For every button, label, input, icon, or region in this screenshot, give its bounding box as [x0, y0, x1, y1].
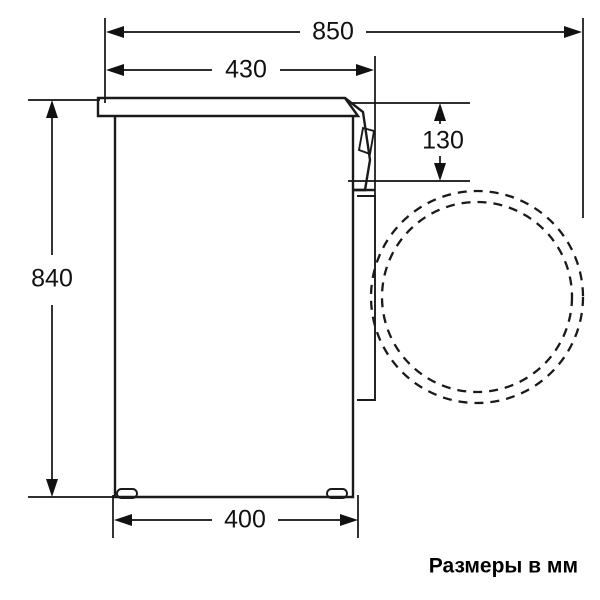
top-lid	[96, 96, 361, 118]
angled-control-panel	[344, 97, 372, 192]
dimension-430: 430	[106, 56, 374, 84]
door-swing-arcs	[369, 189, 585, 405]
dimension-430-arrow-right	[356, 64, 374, 76]
cabinet-body	[113, 116, 355, 499]
dimension-840-arrow-top	[46, 100, 58, 118]
dimension-850-arrow-left	[106, 26, 124, 38]
door-swing-inner-arc	[380, 200, 574, 394]
dimension-130-label: 130	[422, 127, 464, 155]
dimension-130-arrow-bottom	[434, 163, 446, 181]
adjustable-foot-front	[326, 488, 348, 499]
washing-machine-outline	[96, 96, 376, 499]
door-panel-profile	[357, 195, 376, 401]
dimension-430-arrow-left	[106, 64, 124, 76]
dimension-400-arrow-right	[340, 514, 358, 526]
units-caption: Размеры в мм	[429, 555, 578, 578]
dimension-850-arrow-right	[564, 26, 582, 38]
dimension-850-label: 850	[312, 18, 354, 46]
dimension-840-arrow-bottom	[46, 479, 58, 497]
dimension-850: 850	[106, 18, 582, 46]
dimension-840: 840	[31, 100, 73, 497]
dimension-400: 400	[114, 506, 358, 534]
dimension-130-arrow-top	[434, 103, 446, 121]
adjustable-foot-rear	[116, 488, 138, 499]
dimension-400-arrow-left	[114, 514, 132, 526]
door-latch-detail	[357, 126, 376, 156]
dimension-400-label: 400	[224, 506, 266, 534]
dimension-130: 130	[422, 103, 464, 181]
door-swing-outer-arc	[369, 189, 585, 405]
extension-lines	[28, 18, 584, 538]
dimension-840-label: 840	[31, 265, 73, 293]
dimension-430-label: 430	[225, 56, 267, 84]
